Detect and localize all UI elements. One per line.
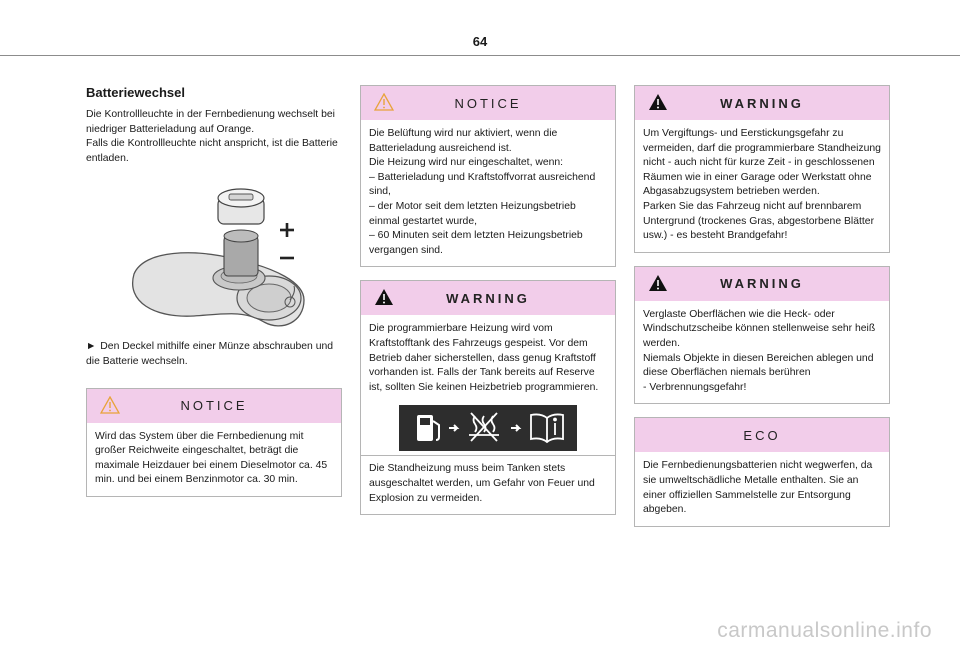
notice-header-left: NOTICE [87, 388, 341, 423]
warning-label-right-1: WARNING [720, 95, 804, 111]
battery-text: Die Kontrollleuchte in der Fernbedienung… [86, 109, 338, 164]
warning-text-middle: Die programmierbare Heizung wird vom Kra… [369, 323, 599, 393]
battery-instruction-text: Den Deckel mithilfe einer Münze abschrau… [86, 341, 334, 367]
header-rule [0, 55, 960, 56]
battery-instruction: ►Den Deckel mithilfe einer Münze abschra… [86, 340, 342, 369]
notice-text-left: Wird das System über die Fernbedienung m… [95, 430, 328, 486]
eco-label: ECO [743, 427, 781, 443]
warning-header-right-2: WARNING [635, 266, 889, 301]
warning-box-middle: WARNING Die programmierbare Heizung wird… [360, 280, 616, 516]
arrow-right-icon: ► [86, 341, 97, 353]
warning-text2-middle: Die Standheizung muss beim Tanken stets … [369, 463, 595, 504]
warning-divider [361, 455, 615, 457]
column-middle: NOTICE Die Belüftung wird nur aktiviert,… [360, 85, 616, 516]
warning-body-middle: Die programmierbare Heizung wird vom Kra… [361, 315, 615, 514]
notice-label-left: NOTICE [180, 398, 248, 414]
notice-box-middle: NOTICE Die Belüftung wird nur aktiviert,… [360, 85, 616, 268]
eco-text: Die Fernbedienungsbatterien nicht wegwer… [643, 460, 873, 516]
warning-box-right-2: WARNING Verglaste Oberflächen wie die He… [634, 265, 890, 405]
notice-header-middle: NOTICE [361, 86, 615, 120]
warning-box-right-1: WARNING Um Vergiftungs- und Eerstickungs… [634, 85, 890, 253]
warning-label-right-2: WARNING [720, 276, 804, 292]
notice-triangle-icon [100, 395, 120, 414]
eco-header: ECO [635, 418, 889, 453]
fuel-heater-manual-icons [399, 405, 577, 452]
notice-label-middle: NOTICE [454, 95, 522, 111]
warning-triangle-icon [649, 94, 667, 110]
warning-triangle-icon [649, 274, 667, 291]
notice-triangle-icon [374, 93, 394, 111]
column-right: WARNING Um Vergiftungs- und Eerstickungs… [634, 85, 890, 527]
warning-label-middle: WARNING [446, 290, 530, 306]
eco-box: ECO Die Fernbedienungsbatterien nicht we… [634, 417, 890, 527]
remote-battery-illustration [132, 188, 305, 327]
watermark: carmanualsonline.info [717, 619, 932, 642]
notice-box-left: NOTICE Wird das System über die Fernbedi… [86, 387, 342, 497]
heater-off-icon [469, 412, 499, 442]
fuel-pump-icon [417, 415, 440, 442]
column-left: Batteriewechsel Die Kontrollleuchte in d… [86, 85, 342, 497]
battery-title: Batteriewechsel [86, 85, 185, 100]
warning-text-right-1: Um Vergiftungs- und Eerstickungsgefahr z… [643, 128, 881, 242]
warning-header-middle: WARNING [361, 281, 615, 316]
warning-text-right-2: Verglaste Oberflächen wie die Heck- oder… [643, 308, 876, 393]
warning-header-right-1: WARNING [635, 86, 889, 120]
warning-triangle-icon [375, 289, 393, 306]
manual-book-icon [530, 413, 564, 444]
page-number: 64 [472, 34, 488, 49]
notice-text-middle: Die Belüftung wird nur aktiviert, wenn d… [369, 128, 596, 256]
